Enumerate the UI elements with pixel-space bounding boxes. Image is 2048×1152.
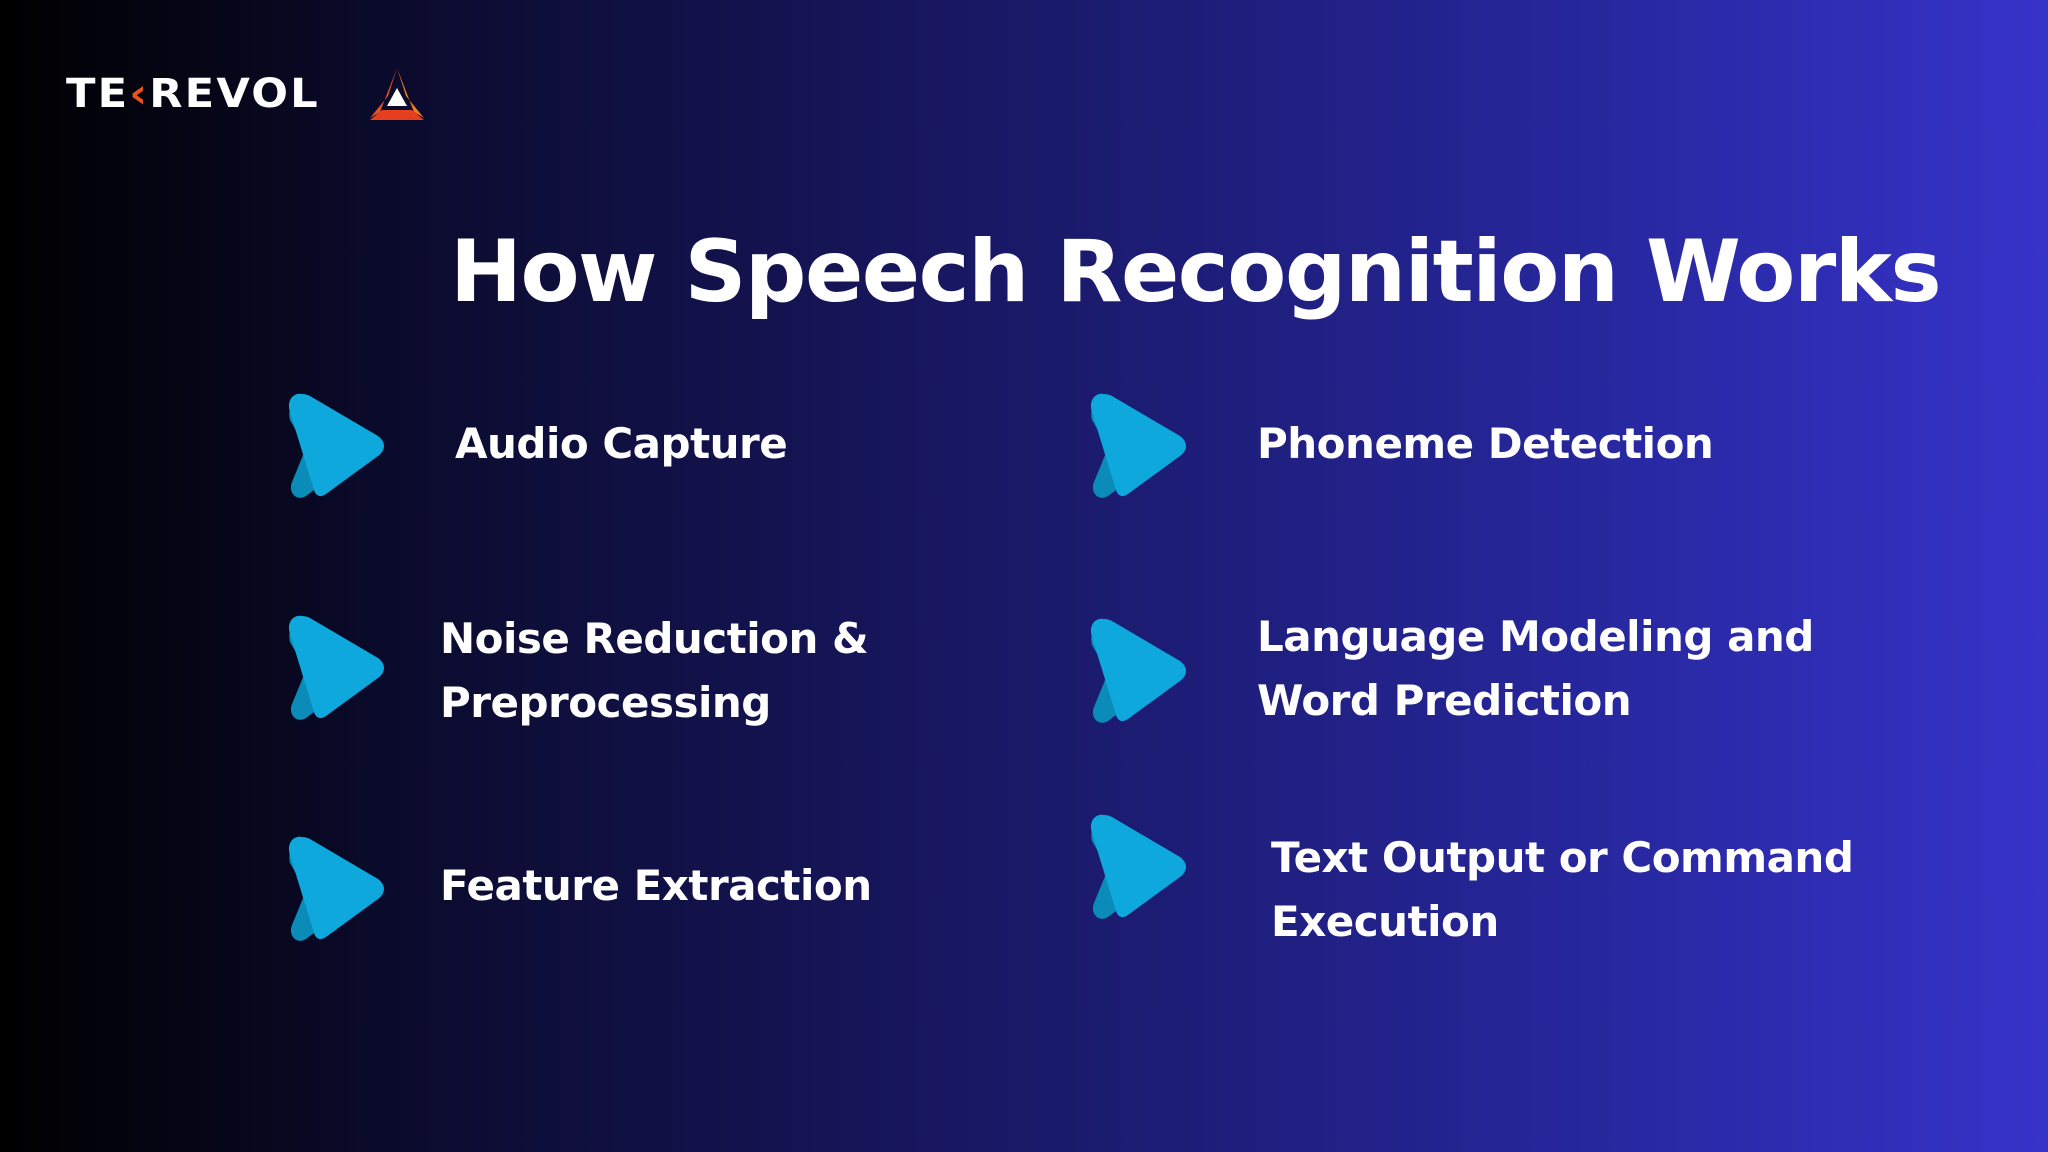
brand-logo: TE‹REVOL	[66, 66, 424, 122]
brand-wordmark: TE‹REVOL	[66, 74, 320, 114]
play-arrow-icon	[1090, 618, 1186, 723]
play-arrow-icon	[288, 393, 384, 498]
step-label: Text Output or Command Execution	[1271, 826, 1854, 954]
step-label-line: Preprocessing	[440, 678, 771, 727]
page-title: How Speech Recognition Works	[450, 222, 1942, 322]
triangle-logo-icon	[370, 68, 424, 120]
play-arrow-icon	[1090, 393, 1186, 498]
play-arrow-icon	[288, 615, 384, 720]
step-label-line: Text Output or Command	[1271, 833, 1854, 882]
step-label-line: Feature Extraction	[440, 861, 872, 910]
step-label-line: Audio Capture	[455, 419, 788, 468]
step-label: Noise Reduction & Preprocessing	[440, 607, 869, 735]
step-label: Language Modeling and Word Prediction	[1257, 605, 1814, 733]
step-label-line: Phoneme Detection	[1257, 419, 1714, 468]
step-label-line: Noise Reduction &	[440, 614, 869, 663]
play-arrow-icon	[288, 836, 384, 941]
step-label: Phoneme Detection	[1257, 412, 1714, 476]
brand-wordmark-part1: TE	[66, 71, 130, 117]
play-arrow-icon	[1090, 814, 1186, 919]
step-label-line: Word Prediction	[1257, 676, 1632, 725]
brand-wordmark-part2: REVOL	[149, 71, 320, 117]
step-label-line: Execution	[1271, 897, 1499, 946]
brand-wordmark-accent: ‹	[129, 71, 150, 117]
step-label: Feature Extraction	[440, 854, 872, 918]
step-label-line: Language Modeling and	[1257, 612, 1814, 661]
step-label: Audio Capture	[455, 412, 788, 476]
